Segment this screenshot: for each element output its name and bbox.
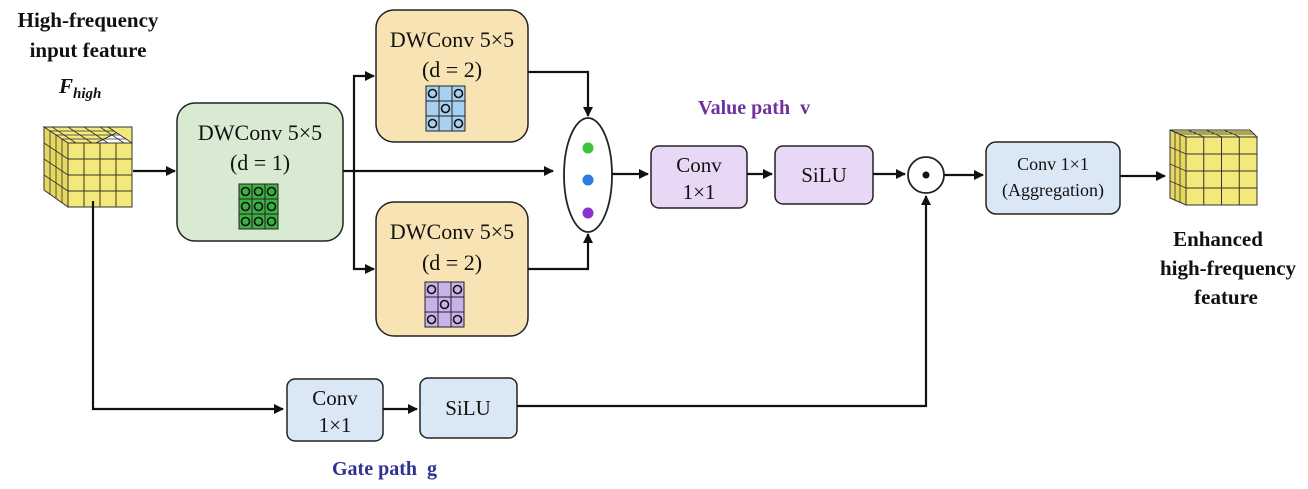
gate-conv-line1: Conv: [312, 386, 358, 410]
input-feature-cube-icon: [42, 126, 133, 208]
kernel-dilated-blue-icon: [425, 85, 466, 132]
value-conv-line1: Conv: [676, 153, 722, 177]
gate-silu-box: [419, 377, 518, 439]
arrow-bottom-to-concat: [528, 233, 593, 271]
dwconv-top-line1: DWConv 5×5: [390, 27, 514, 52]
dot-blue-icon: [582, 174, 594, 186]
input-title-line2: input feature: [30, 38, 147, 62]
output-line3: feature: [1194, 285, 1258, 309]
aggregation-line2: (Aggregation): [1002, 180, 1104, 201]
dwconv-bottom-line1: DWConv 5×5: [390, 219, 514, 244]
kernel-dilated-purple-icon: [424, 281, 465, 328]
arrow-top-to-concat: [528, 70, 593, 117]
arrow-input-to-gate-conv: [91, 201, 284, 414]
dot-purple-icon: [582, 207, 594, 219]
arrow-to-dwconv-top: [352, 71, 375, 171]
gate-silu-label: SiLU: [445, 396, 491, 420]
input-symbol: Fhigh: [58, 74, 101, 102]
dwconv-d1-line2: (d = 1): [230, 150, 290, 175]
output-line2: high-frequency: [1160, 256, 1297, 280]
value-conv-box: [650, 145, 748, 209]
arrow-gate-silu-to-multiply: [517, 195, 931, 408]
aggregation-box: [985, 141, 1121, 215]
connectors: [91, 70, 1166, 414]
dwconv-bottom-line2: (d = 2): [422, 250, 482, 275]
output-line1: Enhanced: [1173, 227, 1263, 251]
value-silu-label: SiLU: [801, 163, 847, 187]
input-title-line1: High-frequency: [18, 8, 159, 32]
dwconv-d1-line1: DWConv 5×5: [198, 120, 322, 145]
dot-green-icon: [582, 142, 594, 154]
arrow-to-dwconv-bottom: [352, 171, 375, 274]
value-conv-line2: 1×1: [683, 180, 716, 204]
kernel-dense-icon: [238, 183, 279, 230]
multiply-dot-icon: [922, 171, 930, 179]
dwconv-top-box: [375, 9, 529, 143]
gate-conv-line2: 1×1: [319, 413, 352, 437]
aggregation-line1: Conv 1×1: [1017, 154, 1089, 174]
dwconv-top-line2: (d = 2): [422, 57, 482, 82]
output-feature-cube-icon: [1169, 129, 1259, 206]
